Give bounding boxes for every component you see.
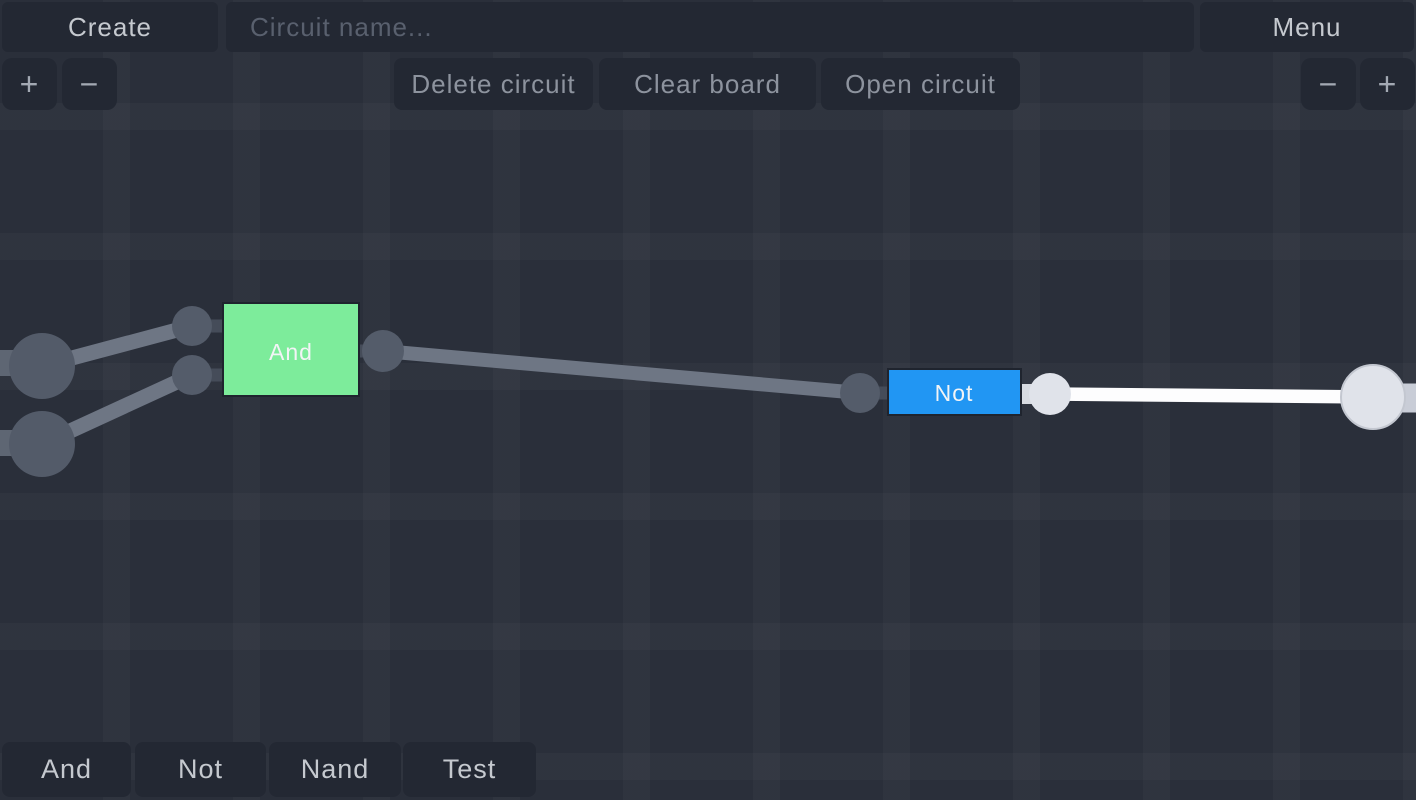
zoom-in-button-left[interactable]: + — [2, 58, 57, 110]
not-gate[interactable] — [887, 368, 1022, 416]
delete-circuit-button[interactable]: Delete circuit — [394, 58, 593, 110]
zoom-out-button-right[interactable]: − — [1301, 58, 1356, 110]
not-output-node[interactable] — [1029, 373, 1071, 415]
wire-not-to-output — [1049, 387, 1374, 404]
wire-and-to-not — [382, 344, 861, 400]
palette-test-button[interactable]: Test — [403, 742, 536, 797]
and-gate[interactable] — [222, 302, 360, 397]
zoom-in-button-right[interactable]: + — [1360, 58, 1415, 110]
palette-nand-button[interactable]: Nand — [269, 742, 401, 797]
input-terminal-b[interactable] — [9, 411, 75, 477]
output-terminal[interactable] — [1340, 364, 1406, 430]
palette-not-button[interactable]: Not — [135, 742, 266, 797]
and-input-node-1[interactable] — [172, 306, 212, 346]
create-button[interactable]: Create — [2, 2, 218, 52]
menu-button[interactable]: Menu — [1200, 2, 1414, 52]
clear-board-button[interactable]: Clear board — [599, 58, 816, 110]
not-gate-label: Not — [935, 380, 974, 406]
zoom-out-button-left[interactable]: − — [62, 58, 117, 110]
open-circuit-button[interactable]: Open circuit — [821, 58, 1020, 110]
circuit-name-input[interactable] — [226, 2, 1194, 52]
and-input-node-2[interactable] — [172, 355, 212, 395]
and-gate-label: And — [269, 339, 313, 365]
palette-and-button[interactable]: And — [2, 742, 131, 797]
input-terminal-a[interactable] — [9, 333, 75, 399]
not-input-node[interactable] — [840, 373, 880, 413]
and-output-node[interactable] — [362, 330, 404, 372]
